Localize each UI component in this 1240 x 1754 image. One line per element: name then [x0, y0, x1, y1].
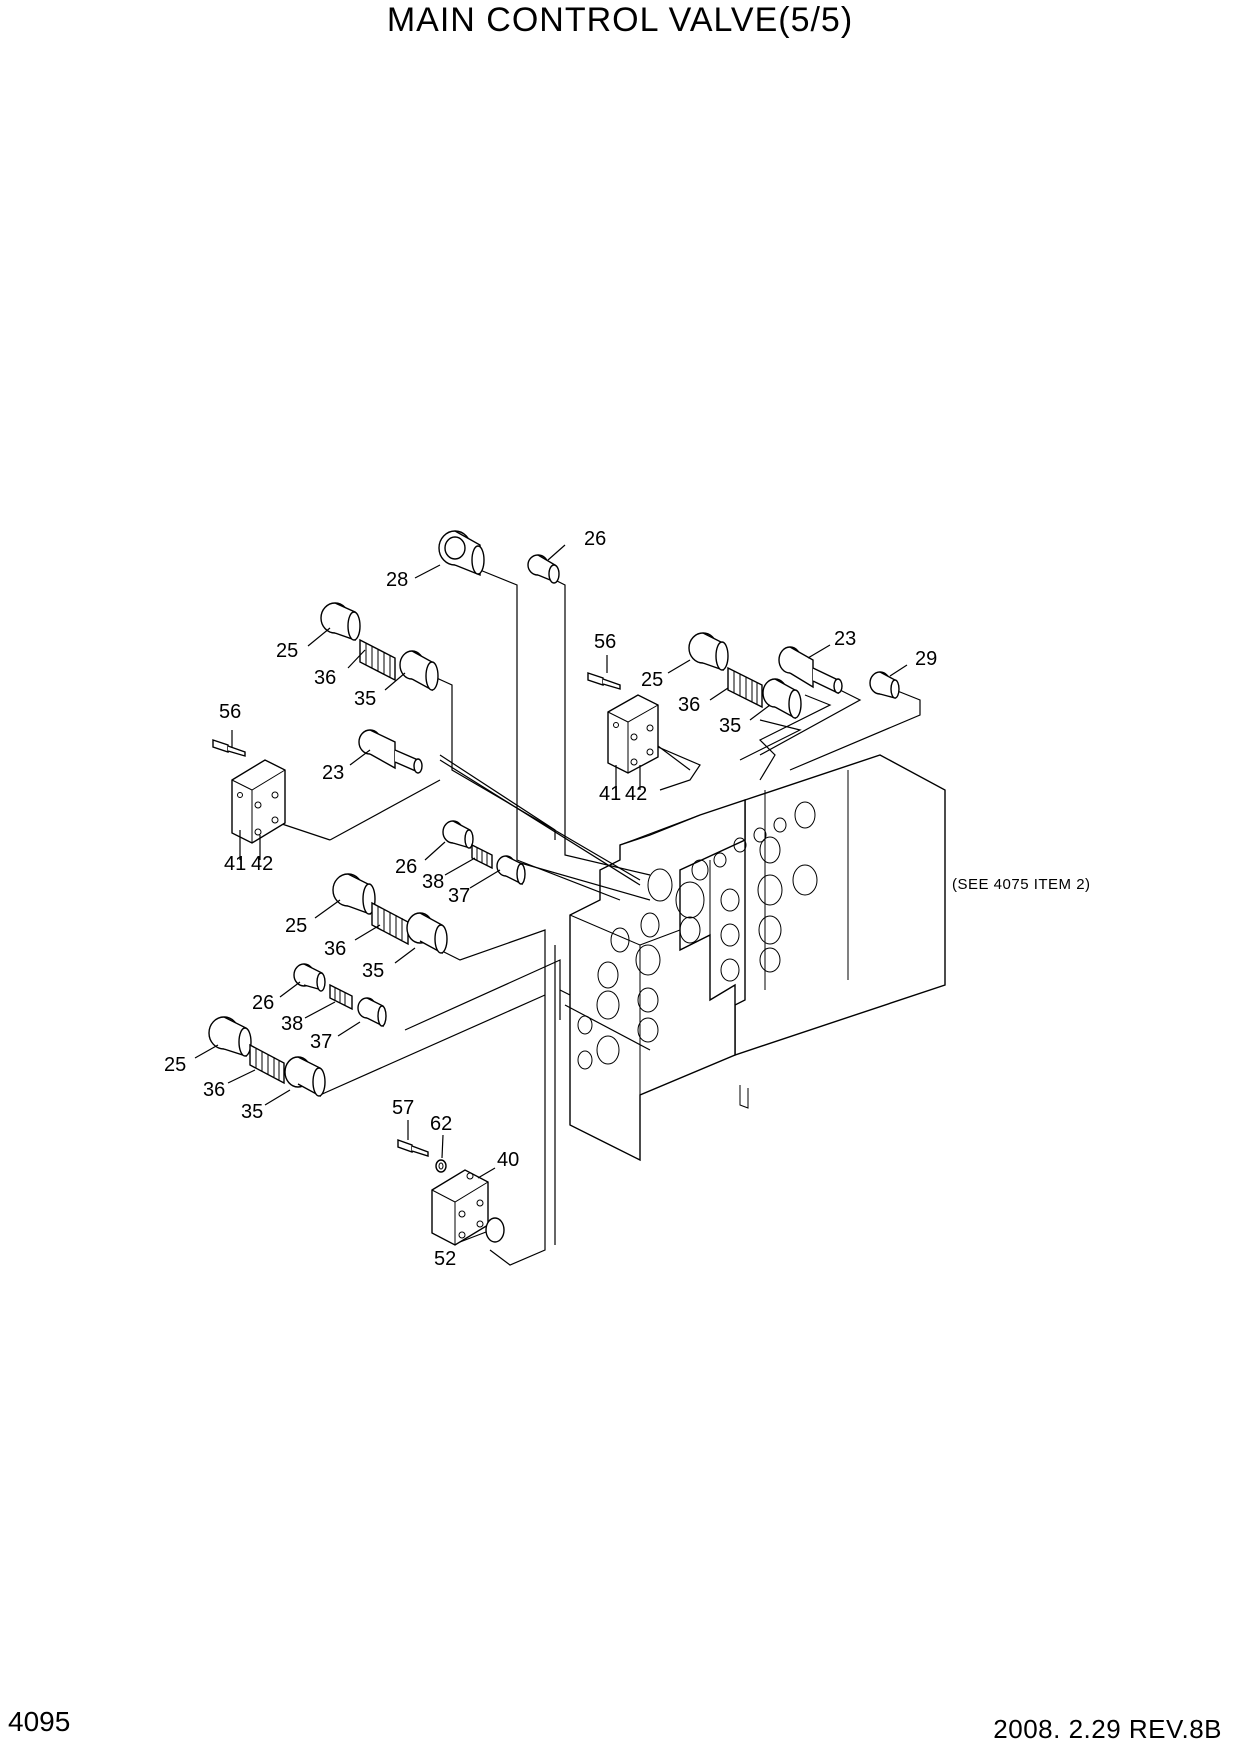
bolt-56-left — [212, 739, 246, 757]
callout-23-right: 23 — [834, 628, 856, 650]
callout-labels: 28 26 25 36 35 56 23 41 42 56 25 36 35 4… — [164, 528, 1091, 1270]
cap-35-low — [284, 1056, 326, 1098]
reference-note: (SEE 4075 ITEM 2) — [952, 876, 1091, 893]
plug-25-mid — [332, 873, 376, 915]
plug-25-right — [688, 632, 729, 671]
callout-41-right: 41 — [599, 783, 621, 805]
valve-body — [569, 754, 946, 1162]
spring-38-low — [329, 983, 353, 1011]
cover-plate-right — [607, 694, 659, 774]
callout-40: 40 — [497, 1149, 519, 1171]
callout-56-left: 56 — [219, 701, 241, 723]
revision-date: 2008. 2.29 REV.8B — [993, 1714, 1222, 1744]
cover-plate-left — [231, 759, 286, 844]
spring-36-low — [249, 1043, 285, 1085]
bolt-56-right — [587, 672, 621, 690]
cap-37-mid — [496, 855, 526, 886]
spring-36-upper — [359, 638, 396, 682]
callout-28: 28 — [386, 569, 408, 591]
cap-35-right — [762, 678, 802, 720]
spring-38-mid — [471, 843, 493, 870]
washer-62 — [435, 1159, 447, 1173]
callout-38-mid: 38 — [422, 871, 444, 893]
callout-35-right: 35 — [719, 715, 741, 737]
callout-26-top: 26 — [584, 528, 606, 550]
callout-42-left: 42 — [251, 853, 273, 875]
cap-37-low — [357, 997, 387, 1028]
callout-36-upper: 36 — [314, 667, 336, 689]
spool-23-right — [778, 646, 843, 695]
cap-35-upper — [399, 650, 439, 692]
callout-38-low: 38 — [281, 1013, 303, 1035]
plug-25-upper — [320, 602, 361, 641]
callout-pointers — [194, 544, 908, 1243]
callout-35-upper: 35 — [354, 688, 376, 710]
callout-25-upper: 25 — [276, 640, 298, 662]
page-title: MAIN CONTROL VALVE(5/5) — [386, 1, 854, 39]
callout-26-mid: 26 — [395, 856, 417, 878]
callout-29: 29 — [915, 648, 937, 670]
callout-56-right: 56 — [594, 631, 616, 653]
page-number: 4095 — [8, 1706, 71, 1737]
callout-36-right: 36 — [678, 694, 700, 716]
callout-25-mid: 25 — [285, 915, 307, 937]
callout-25-low: 25 — [164, 1054, 186, 1076]
callout-36-low: 36 — [203, 1079, 225, 1101]
leader-lines — [269, 569, 921, 1266]
cover-40 — [431, 1169, 489, 1246]
plug-25-low — [208, 1016, 252, 1057]
port-holes — [577, 801, 818, 1070]
callout-36-mid: 36 — [324, 938, 346, 960]
callout-37-low: 37 — [310, 1031, 332, 1053]
plug-26-low — [293, 963, 326, 992]
spring-36-right — [727, 666, 763, 709]
callout-42-right: 42 — [625, 783, 647, 805]
callout-23-left: 23 — [322, 762, 344, 784]
callout-37-mid: 37 — [448, 885, 470, 907]
bolt-57 — [397, 1139, 429, 1157]
plug-29 — [869, 671, 900, 699]
callout-25-right: 25 — [641, 669, 663, 691]
callout-52: 52 — [434, 1248, 456, 1270]
o-ring-52 — [485, 1217, 505, 1243]
cap-35-mid — [406, 912, 448, 955]
spring-36-mid — [371, 901, 409, 946]
callout-26-low: 26 — [252, 992, 274, 1014]
callout-35-mid: 35 — [362, 960, 384, 982]
callout-35-low: 35 — [241, 1101, 263, 1123]
plug-28 — [438, 530, 485, 577]
callout-41-left: 41 — [224, 853, 246, 875]
plug-26-top — [527, 554, 560, 584]
spool-23-left — [358, 729, 423, 774]
plug-26-mid — [442, 820, 474, 849]
callout-62: 62 — [430, 1113, 452, 1135]
callout-57: 57 — [392, 1097, 414, 1119]
